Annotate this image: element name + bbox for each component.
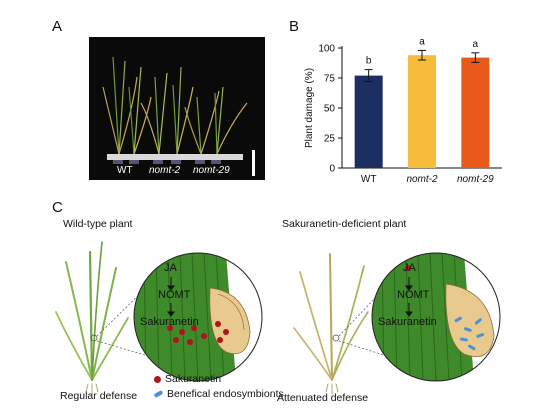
right-zoom-circle [371, 252, 501, 382]
bar-nomt-2 [408, 55, 436, 169]
significance-nomt-2: a [419, 36, 425, 47]
plant-photo: WT nomt-2 nomt-29 [89, 37, 265, 180]
left-pathway-arrows [167, 277, 175, 317]
left-pathway-nomt: NOMT [158, 289, 191, 301]
y-tick-label-1: 25 [324, 134, 336, 145]
left-leaf-zoom [134, 253, 262, 381]
x-tick-label-WT: WT [361, 174, 377, 185]
sakuranetin-dots [167, 321, 229, 345]
legend-sakuranetin: Sakuranetin [154, 373, 221, 385]
right-pathway-sakuranetin: Sakuranetin [378, 316, 437, 328]
left-pathway-ja: JA [164, 262, 177, 274]
left-zoom-circle [133, 252, 263, 382]
photo-label-wt: WT [117, 165, 133, 176]
legend-sakuranetin-label: Sakuranetin [165, 373, 222, 385]
plant-leaves [102, 56, 248, 155]
legend-endosymbionts: Benefical endosymbionts [153, 388, 284, 400]
significance-WT: b [366, 56, 372, 67]
bar-nomt-29 [461, 57, 490, 168]
right-leaf-zoom [372, 253, 500, 381]
endosymbiont-icon [153, 390, 164, 398]
x-tick-label-nomt-2: nomt-2 [406, 174, 438, 185]
left-pathway-sakuranetin: Sakuranetin [140, 316, 199, 328]
photo-label-nomt-2: nomt-2 [149, 165, 181, 176]
x-tick-label-nomt-29: nomt-29 [457, 174, 494, 185]
y-axis-label: Plant damage (%) [304, 68, 315, 148]
panel-letter-a: A [52, 18, 63, 35]
panel-letter-b: B [289, 18, 300, 35]
legend-endosymbionts-label: Benefical endosymbionts [167, 388, 284, 400]
right-pathway-ja: JA [403, 262, 416, 274]
deficient-plant-illustration [293, 253, 369, 395]
pot-base [107, 154, 243, 160]
y-tick-label-3: 75 [324, 74, 336, 85]
y-tick-label-0: 0 [329, 164, 335, 175]
plant-photo-illustration [102, 56, 255, 176]
panel-letter-c: C [52, 199, 63, 216]
right-pathway-nomt: NOMT [397, 289, 430, 301]
right-pathway-arrows [405, 277, 413, 317]
endosymbiont-marks [454, 316, 485, 351]
defense-diagram [55, 241, 501, 395]
wild-type-title: Wild-type plant [63, 218, 133, 230]
wild-type-plant-illustration [55, 241, 129, 395]
attenuated-defense-caption: Attenuated defense [277, 392, 369, 404]
significance-nomt-29: a [473, 39, 479, 50]
pot-rims [113, 160, 221, 164]
y-tick-label-2: 50 [324, 104, 336, 115]
bar-WT [354, 75, 383, 168]
scale-bar [252, 150, 255, 176]
y-tick-label-4: 100 [318, 44, 335, 55]
sakuranetin-dot-icon [154, 375, 161, 383]
deficient-title: Sakuranetin-deficient plant [282, 218, 407, 230]
photo-label-nomt-29: nomt-29 [193, 165, 230, 176]
regular-defense-caption: Regular defense [60, 390, 138, 402]
